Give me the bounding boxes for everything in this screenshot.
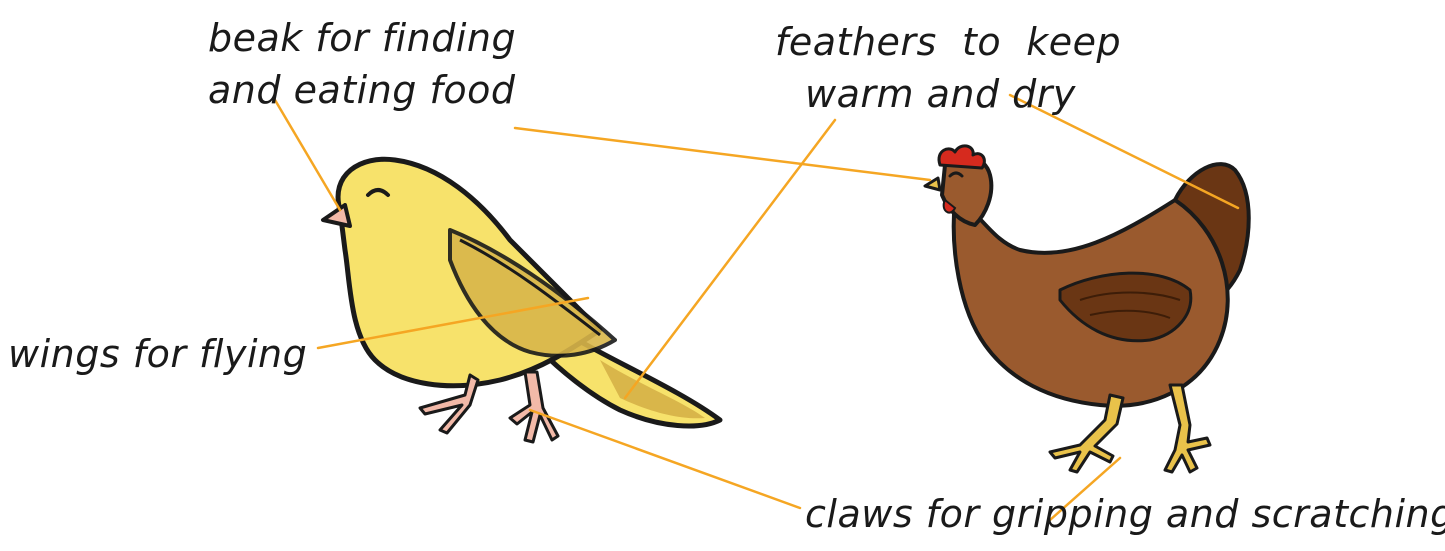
beak-label: beak for finding and eating food (208, 12, 516, 116)
feathers-label: feathers to keep warm and dry (775, 16, 1121, 120)
beak-label-line-2: and eating food (208, 64, 516, 116)
wings-label: wings for flying (8, 328, 307, 380)
claws-label: claws for gripping and scratching (805, 488, 1445, 540)
canary-beak (323, 205, 350, 226)
leader-beak-hen (515, 128, 930, 180)
feathers-label-line-2: warm and dry (775, 68, 1121, 120)
feathers-label-line-1: feathers to keep (775, 16, 1121, 68)
hen-figure (925, 146, 1249, 472)
hen-comb (939, 146, 984, 168)
leader-beak-canary (275, 100, 340, 210)
canary-figure (323, 159, 720, 442)
beak-label-line-1: beak for finding (208, 12, 516, 64)
leader-feathers-canary (625, 120, 835, 398)
